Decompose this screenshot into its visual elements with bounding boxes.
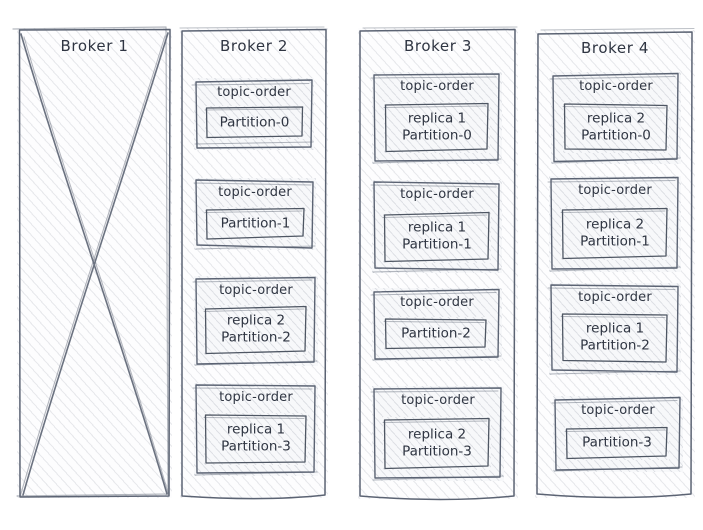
topic-label-b4-p3: topic-order	[581, 403, 655, 418]
partition-box-b2-p3[interactable]: replica 1 Partition-3	[203, 413, 308, 465]
topic-box-b2-p0[interactable]: topic-order Partition-0	[191, 78, 314, 150]
partition-box-b4-p1[interactable]: replica 2 Partition-1	[560, 207, 669, 260]
topic-label-b2-p1: topic-order	[218, 185, 292, 200]
topic-label-b2-p3: topic-order	[219, 390, 293, 405]
partition-replica-b4-p1: replica 2	[585, 216, 645, 233]
broker-1-down-cross-icon	[17, 28, 172, 498]
partition-name-b3-p3: Partition-3	[402, 443, 472, 460]
partition-name-b3-p2: Partition-2	[401, 324, 471, 341]
partition-name-b4-p0: Partition-0	[581, 127, 651, 144]
broker-4-title: Broker 4	[581, 39, 649, 57]
topic-box-b4-p2[interactable]: topic-order replica 1 Partition-2	[547, 283, 681, 375]
topic-box-b2-p1[interactable]: topic-order Partition-1	[193, 178, 316, 250]
topic-box-b3-p2[interactable]: topic-order Partition-2	[370, 288, 502, 361]
topic-label-b4-p0: topic-order	[579, 79, 653, 94]
topic-label-b4-p1: topic-order	[578, 183, 652, 198]
partition-name-b3-p0: Partition-0	[402, 127, 472, 144]
partition-name-b3-p1: Partition-1	[402, 237, 472, 253]
topic-box-b3-p1[interactable]: topic-order replica 1 Partition-1	[370, 180, 502, 273]
partition-replica-b2-p3: replica 1	[226, 421, 286, 438]
partition-box-b3-p3[interactable]: replica 2 Partition-3	[382, 417, 491, 470]
partition-text-b4-p3: Partition-3	[565, 434, 669, 451]
partition-text-b2-p2: replica 2 Partition-2	[204, 313, 308, 348]
broker-1-title: Broker 1	[60, 37, 129, 55]
broker-column-3[interactable]: Broker 3 topic-order	[358, 26, 518, 501]
partition-text-b3-p3: replica 2 Partition-3	[383, 426, 491, 461]
partition-box-b4-p2[interactable]: replica 1 Partition-2	[560, 312, 669, 364]
partition-box-b2-p1[interactable]: Partition-1	[204, 207, 306, 240]
partition-text-b4-p2: replica 1 Partition-2	[561, 321, 669, 356]
broker-column-4[interactable]: Broker 4 topic-order	[535, 27, 695, 499]
partition-text-b3-p2: Partition-2	[384, 325, 488, 342]
topic-box-b3-p0[interactable]: topic-order replica 1 Partition-0	[370, 72, 502, 164]
partition-replica-b4-p2: replica 1	[585, 320, 645, 337]
partition-name-b4-p1: Partition-1	[580, 233, 650, 250]
topic-box-b4-p0[interactable]: topic-order replica 2 Partition-0	[549, 72, 681, 164]
partition-text-b2-p3: replica 1 Partition-3	[204, 422, 308, 457]
topic-label-b4-p2: topic-order	[578, 290, 652, 305]
partition-box-b3-p0[interactable]: replica 1 Partition-0	[383, 102, 490, 153]
topic-box-b4-p1[interactable]: topic-order replica 2 Partition-1	[547, 176, 681, 272]
broker-2-title: Broker 2	[220, 37, 288, 55]
partition-text-b2-p0: Partition-0	[205, 114, 304, 131]
topic-box-b2-p2[interactable]: topic-order replica 2 Partition-2	[192, 276, 318, 366]
partition-replica-b2-p2: replica 2	[226, 312, 286, 329]
partition-text-b2-p1: Partition-1	[205, 215, 306, 232]
topic-box-b3-p3[interactable]: topic-order replica 2 Partition-3	[370, 386, 504, 481]
partition-replica-b4-p0: replica 2	[586, 110, 646, 127]
partition-text-b3-p0: replica 1 Partition-0	[384, 110, 490, 145]
partition-box-b4-p0[interactable]: replica 2 Partition-0	[562, 102, 669, 153]
partition-text-b4-p0: replica 2 Partition-0	[563, 110, 669, 145]
topic-label-b2-p2: topic-order	[219, 283, 293, 298]
broker-column-1[interactable]: Broker 1	[12, 26, 172, 498]
partition-replica-b3-p1: replica 1	[407, 219, 467, 236]
topic-label-b3-p0: topic-order	[400, 79, 474, 94]
partition-box-b3-p2[interactable]: Partition-2	[383, 317, 488, 350]
partition-name-b4-p2: Partition-2	[580, 338, 650, 354]
partition-name-b2-p2: Partition-2	[221, 330, 291, 346]
broker-column-2[interactable]: Broker 2 topic-order	[179, 26, 328, 500]
partition-replica-b3-p0: replica 1	[407, 110, 467, 127]
topic-label-b3-p3: topic-order	[401, 393, 475, 408]
topic-label-b3-p1: topic-order	[400, 187, 474, 202]
partition-box-b2-p2[interactable]: replica 2 Partition-2	[203, 305, 308, 355]
partition-text-b3-p1: replica 1 Partition-1	[383, 220, 491, 255]
topic-box-b4-p3[interactable]: topic-order Partition-3	[551, 396, 683, 472]
topic-label-b3-p2: topic-order	[400, 295, 474, 310]
partition-box-b2-p0[interactable]: Partition-0	[204, 106, 304, 139]
broker-1-sketch-border	[12, 26, 172, 498]
partition-name-b2-p0: Partition-0	[219, 113, 290, 130]
partition-name-b2-p1: Partition-1	[220, 214, 291, 231]
partition-text-b4-p1: replica 2 Partition-1	[561, 216, 669, 251]
partition-box-b3-p1[interactable]: replica 1 Partition-1	[382, 211, 491, 263]
partition-replica-b3-p3: replica 2	[407, 426, 467, 443]
partition-box-b4-p3[interactable]: Partition-3	[564, 426, 669, 460]
broker-3-title: Broker 3	[404, 37, 472, 55]
partition-name-b4-p3: Partition-3	[582, 434, 652, 451]
topic-box-b2-p3[interactable]: topic-order replica 1 Partition-3	[192, 383, 318, 476]
partition-name-b2-p3: Partition-3	[221, 439, 291, 455]
topic-label-b2-p0: topic-order	[217, 85, 291, 100]
